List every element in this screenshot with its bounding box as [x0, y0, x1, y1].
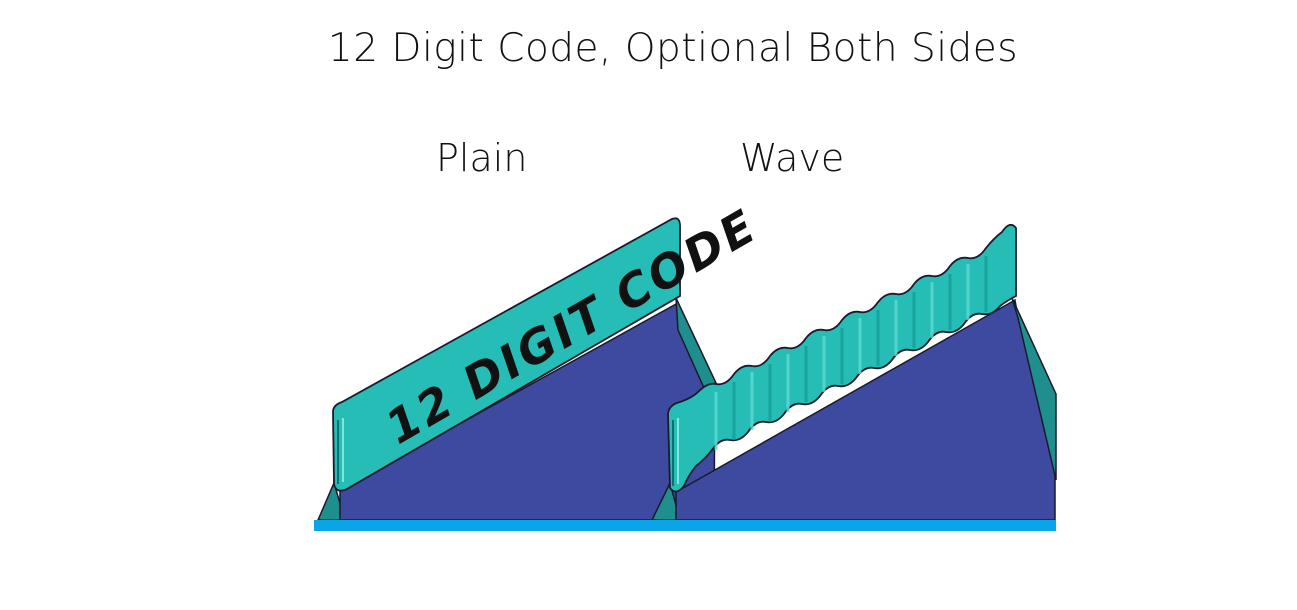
wave-right-flange: [1011, 297, 1057, 481]
wave-strip-assembly: [650, 223, 1057, 521]
wave-label: Wave: [740, 136, 845, 180]
plain-strip-assembly: 12 DIGIT CODE: [316, 198, 766, 521]
base-line: [314, 520, 1056, 531]
diagram-title: 12 Digit Code, Optional Both Sides: [327, 26, 1019, 71]
wave-rib-shadows: [732, 256, 988, 440]
plain-label: Plain: [436, 136, 528, 180]
wave-rib-lines: [714, 264, 970, 450]
plain-code-strip: [332, 217, 681, 492]
